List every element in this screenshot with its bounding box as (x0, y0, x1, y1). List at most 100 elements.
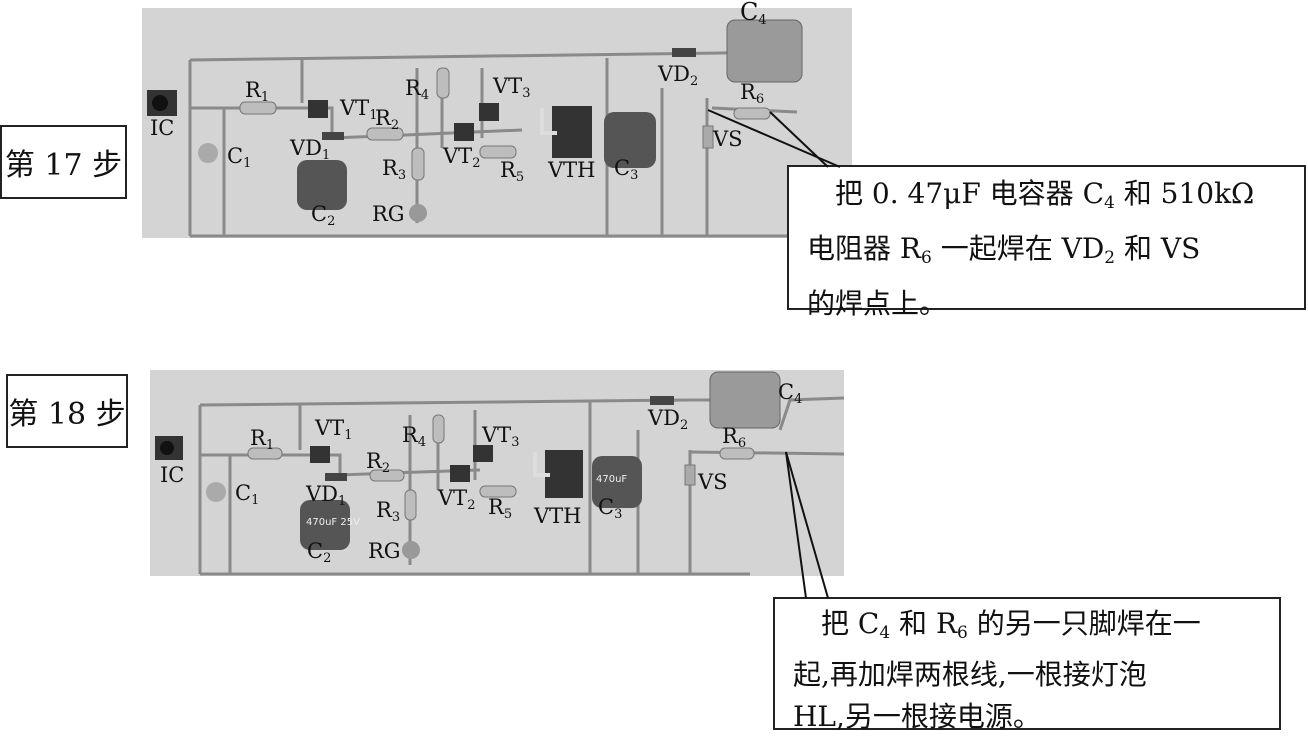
label-rg: RG (368, 539, 401, 563)
label-c3: C3 (614, 156, 639, 183)
label-r3: R3 (382, 156, 407, 183)
label-vt2: VT2 (443, 144, 481, 171)
c4-capacitor (726, 19, 803, 83)
vd1-diode (325, 473, 347, 481)
label-vt2: VT2 (438, 486, 476, 513)
r1-resistor (239, 101, 277, 115)
label-vd1: VD1 (290, 136, 331, 163)
label-c1: C1 (227, 144, 252, 171)
step-17-callout-line1: 把 0. 47μF 电容器 C4 和 510kΩ (835, 177, 1255, 213)
label-vs: VS (713, 127, 743, 151)
step-17-text: 第 17 步 (4, 148, 123, 183)
vs-diac (702, 125, 714, 149)
c3-marking: 470uF (596, 474, 627, 485)
c2-capacitor (297, 160, 347, 210)
label-c1: C1 (235, 481, 260, 508)
r2-resistor (369, 469, 405, 482)
vth-thyristor (552, 106, 592, 158)
vt1-transistor (310, 446, 330, 463)
step-18-text: 第 18 步 (8, 397, 126, 432)
label-r2: R2 (375, 106, 400, 133)
vth-heatsink (540, 108, 557, 135)
label-vs: VS (698, 470, 728, 494)
step-17-label: 第 17 步 (0, 125, 127, 199)
rg-photoresistor (402, 541, 420, 559)
hl-wire (778, 396, 844, 431)
vd2-diode (672, 48, 696, 57)
label-r1: R1 (245, 78, 270, 105)
step-18-photo: 470uF 25V 470uF (150, 370, 844, 576)
vs-diac (684, 464, 696, 486)
label-c2: C2 (307, 539, 332, 566)
vth-thyristor (545, 450, 583, 498)
label-r2: R2 (366, 449, 391, 476)
c2-capacitor (300, 500, 350, 550)
vt2-transistor (454, 123, 474, 141)
step-18-label: 第 18 步 (6, 374, 128, 448)
label-vd2: VD2 (648, 406, 689, 433)
label-vt1: VT1 (340, 96, 378, 123)
step-17-circuit-board (147, 19, 803, 238)
c2-marking: 470uF 25V (306, 517, 360, 528)
label-c4: C4 (740, 0, 767, 28)
step-18-callout: 把 C4 和 R6 的另一只脚焊在一 起,再加焊两根线,一根接灯泡 HL,另一根… (773, 597, 1281, 733)
power-wire (689, 450, 844, 456)
label-vt3: VT3 (493, 74, 531, 101)
label-vd1: VD1 (306, 482, 347, 509)
r4-resistor (432, 414, 445, 444)
label-r6: R6 (740, 80, 765, 107)
label-vt3: VT3 (482, 423, 520, 450)
label-r5: R5 (500, 158, 525, 185)
label-ic: IC (150, 116, 175, 140)
ic-lens-icon (160, 441, 174, 455)
vt3-transistor (473, 445, 493, 462)
r3-resistor (404, 489, 417, 521)
top-rail-wire (199, 398, 691, 407)
c3-capacitor (592, 456, 642, 508)
vd2-diode (650, 396, 674, 405)
vd1-diode (322, 132, 344, 140)
label-vth: VTH (548, 158, 596, 182)
vt1-transistor (308, 100, 328, 118)
r6-resistor (719, 447, 755, 460)
label-ic: IC (160, 463, 185, 487)
step-17-callout-line3: 的焊点上。 (807, 287, 948, 320)
label-r3: R3 (376, 498, 401, 525)
r1-resistor (247, 447, 283, 460)
step-17-callout: 把 0. 47μF 电容器 C4 和 510kΩ 电阻器 R6 一起焊在 VD2… (787, 165, 1306, 320)
ic-lens-icon (152, 95, 168, 111)
label-vt1: VT1 (315, 416, 353, 443)
step-18-callout-line1: 把 C4 和 R6 的另一只脚焊在一 (821, 607, 1201, 643)
label-rg: RG (372, 202, 405, 226)
step-18-callout-line3: HL,另一根接电源。 (793, 700, 1041, 733)
label-c3: C3 (598, 495, 623, 522)
step-17-photo (142, 8, 852, 238)
r4-resistor (436, 67, 450, 99)
c3-capacitor (604, 112, 656, 168)
step-18-circuit-board: 470uF 25V 470uF (155, 371, 844, 576)
rg-photoresistor (409, 204, 427, 222)
r6-resistor (733, 107, 771, 120)
step-17-callout-line2: 电阻器 R6 一起焊在 VD2 和 VS (807, 232, 1201, 268)
c4-capacitor (709, 371, 781, 429)
label-r4: R4 (405, 76, 430, 103)
r5-resistor (479, 485, 517, 498)
c1-capacitor (206, 482, 226, 502)
label-vth: VTH (534, 504, 582, 528)
label-r5: R5 (488, 495, 513, 522)
r3-resistor (411, 147, 425, 181)
label-r4: R4 (402, 423, 427, 450)
label-r6: R6 (722, 424, 747, 451)
r2-resistor (366, 127, 404, 141)
label-vd2: VD2 (658, 62, 699, 89)
label-r1: R1 (250, 426, 275, 453)
vt3-transistor (479, 103, 499, 121)
c1-capacitor (198, 143, 218, 163)
step-18-callout-line2: 起,再加焊两根线,一根接灯泡 (793, 658, 1147, 691)
vt2-transistor (450, 465, 470, 482)
label-c4: C4 (778, 380, 803, 407)
label-c2: C2 (311, 202, 336, 229)
r5-resistor (479, 145, 517, 159)
top-rail-wire (189, 51, 723, 62)
vth-heatsink (533, 452, 550, 477)
